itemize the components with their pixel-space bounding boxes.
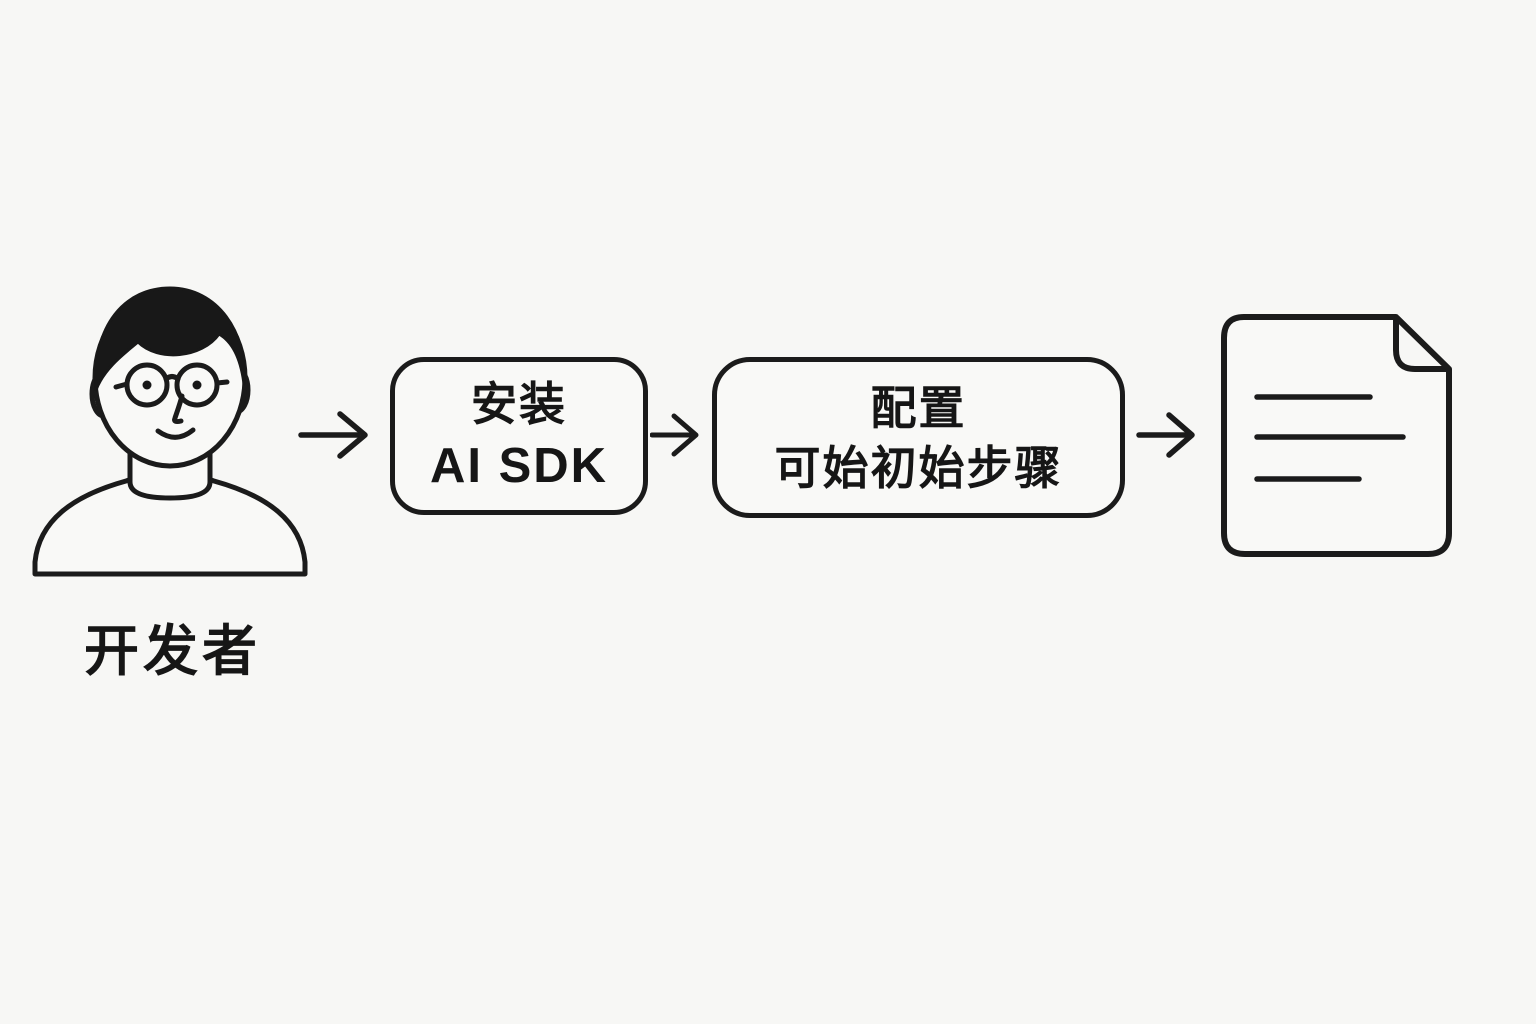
step-label-line1: 安装 (471, 378, 567, 430)
actor-label: 开发者 (83, 620, 261, 682)
step-label-line1: 配置 (870, 381, 967, 434)
arrow-right-icon (1136, 407, 1206, 463)
step-node-configure: 配置 可始初始步骤 (712, 357, 1125, 518)
actor-node (30, 272, 315, 577)
step-label-line2: AI SDK (429, 439, 609, 493)
step-node-install-ai-sdk: 安装 AI SDK (390, 357, 648, 515)
document-icon (1221, 314, 1452, 557)
arrow-right-icon (650, 409, 708, 461)
step-label-line2: 可始初始步骤 (774, 441, 1063, 494)
arrow-right-icon (298, 407, 380, 463)
developer-avatar-icon (32, 286, 308, 577)
document-node (1218, 312, 1456, 560)
